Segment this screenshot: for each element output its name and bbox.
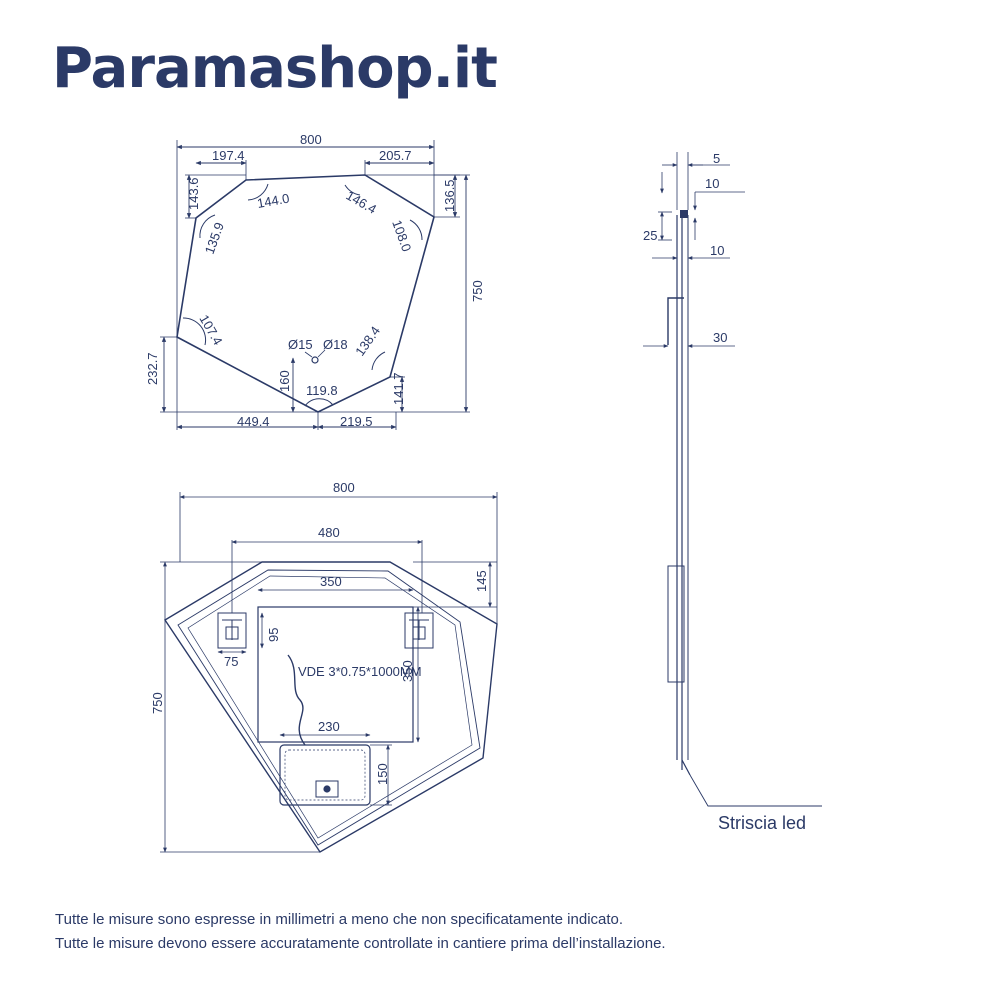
angle-108: 108.0 — [389, 218, 414, 254]
dim-side-10b: 10 — [710, 243, 724, 258]
angle-138: 138.4 — [352, 323, 383, 358]
driver-box — [279, 744, 371, 806]
dim-side-25: 25 — [643, 228, 657, 243]
side-hook — [667, 297, 684, 345]
dim-160: 160 — [277, 370, 292, 392]
power-socket — [315, 780, 339, 798]
dim-230: 230 — [318, 719, 340, 734]
brand-logo: Paramashop.it — [52, 36, 498, 101]
note-check: Tutte le misure devono essere accuratame… — [55, 935, 666, 952]
power-cable — [287, 654, 306, 746]
dim-219: 219.5 — [340, 414, 373, 429]
bracket-left — [217, 612, 247, 649]
dim-75: 75 — [224, 654, 238, 669]
dim-side-30: 30 — [713, 330, 727, 345]
mirror-outline-top — [176, 174, 435, 413]
note-units: Tutte le misure sono espresse in millime… — [55, 911, 624, 928]
dim-350-h: 350 — [400, 660, 415, 682]
dim-449: 449.4 — [237, 414, 270, 429]
side-view: 5 10 25 10 30 — [643, 151, 822, 807]
bracket-right — [404, 612, 434, 649]
mirror-outline-back — [164, 561, 498, 853]
dim-145: 145 — [474, 570, 489, 592]
dim-232: 232.7 — [145, 352, 160, 385]
hanging-hole — [311, 356, 319, 364]
dim-350-w: 350 — [320, 574, 342, 589]
cable-label: VDE 3*0.75*1000MM — [298, 664, 422, 679]
dim-150: 150 — [375, 763, 390, 785]
dim-141: 141.7 — [391, 372, 406, 405]
dim-back-800: 800 — [333, 480, 355, 495]
back-frame — [257, 606, 414, 743]
side-bracket-top — [680, 210, 688, 218]
angle-107: 107.4 — [196, 312, 225, 348]
led-leader — [689, 774, 822, 807]
dim-197: 197.4 — [212, 148, 245, 163]
angle-146: 146.4 — [344, 188, 380, 217]
dim-205: 205.7 — [379, 148, 412, 163]
side-driver-box — [667, 565, 685, 683]
dim-95: 95 — [266, 628, 281, 642]
dim-top-800: 800 — [300, 132, 322, 147]
back-view: 800 480 350 145 95 75 350 750 230 150 VD… — [150, 480, 498, 853]
hole-diameter-18: Ø18 — [323, 337, 348, 352]
dim-750-right: 750 — [470, 280, 485, 302]
angle-119: 119.8 — [306, 383, 338, 398]
dim-side-10a: 10 — [705, 176, 719, 191]
mirror-inner-outline — [177, 569, 481, 846]
led-strip-outline — [187, 575, 473, 839]
top-view: 800 197.4 205.7 143.6 136.5 750 232.7 44… — [145, 132, 485, 430]
dim-back-750: 750 — [150, 692, 165, 714]
led-strip-label: Striscia led — [718, 813, 807, 833]
angle-135: 135.9 — [202, 220, 227, 256]
dim-480: 480 — [318, 525, 340, 540]
angle-144: 144.0 — [256, 191, 291, 211]
hole-diameter-15: Ø15 — [288, 337, 313, 352]
dim-143: 143.6 — [186, 177, 201, 210]
dim-side-5: 5 — [713, 151, 720, 166]
dim-136: 136.5 — [442, 179, 457, 212]
